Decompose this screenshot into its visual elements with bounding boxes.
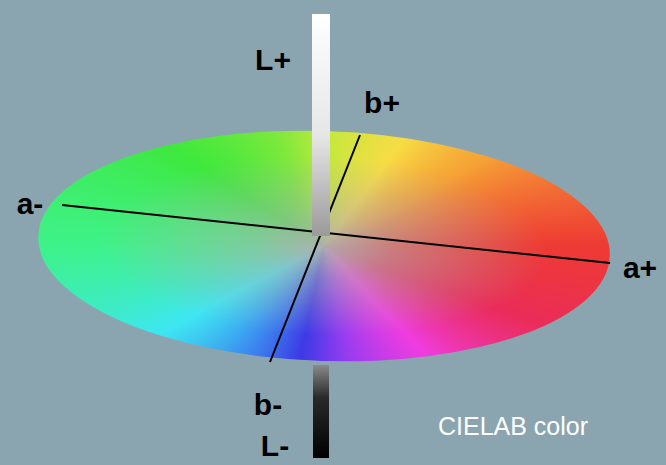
axis-label: a+ — [623, 253, 657, 283]
axis-label: b+ — [364, 88, 400, 118]
axis-label-holder: a+ — [623, 253, 657, 283]
caption-holder: CIELAB color — [438, 414, 588, 439]
axis-label-holder: b+ — [364, 88, 400, 118]
axis-label-holder: b- — [254, 390, 282, 420]
axis-label: L- — [261, 431, 289, 461]
axis-label: b- — [254, 390, 282, 420]
lightness-bar-top — [312, 14, 330, 236]
axis-label-holder: L- — [261, 431, 289, 461]
axis-label: L+ — [255, 45, 291, 75]
a-axis — [62, 205, 610, 263]
axis-label-holder: a- — [17, 189, 44, 219]
axis-label: a- — [17, 189, 44, 219]
caption: CIELAB color — [438, 414, 588, 439]
axis-label-holder: L+ — [255, 45, 291, 75]
lightness-bar-bottom — [313, 365, 329, 458]
